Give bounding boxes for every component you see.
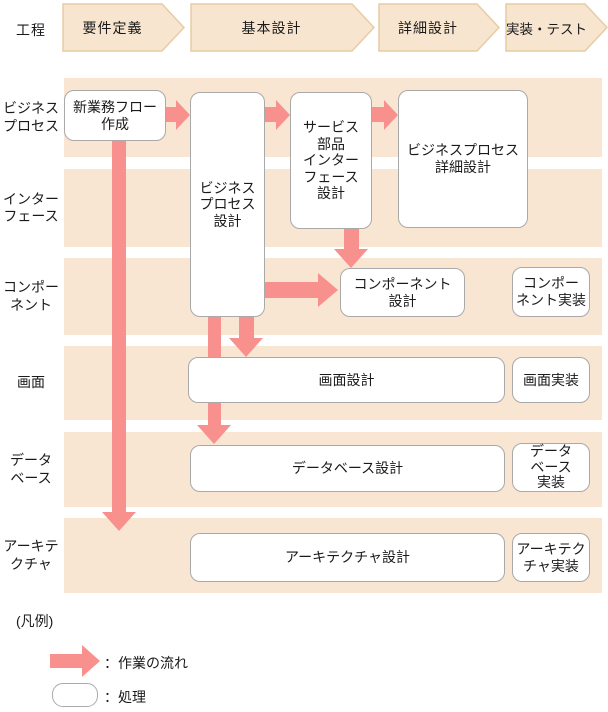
box-service-parts-interface-design: サービス 部品 インター フェース 設計 <box>290 92 372 229</box>
flow-arrow-serviceif-to-compdesign <box>344 229 359 249</box>
flow-arrowhead <box>197 425 231 444</box>
box-component-design: コンポーネント 設計 <box>340 268 465 317</box>
box-business-process-detail-design: ビジネスプロセス 詳細設計 <box>398 90 528 228</box>
flow-arrow-serviceif-to-bpdetail <box>372 107 384 122</box>
legend-process-label: ：処理 <box>104 689 146 705</box>
flow-arrow-newflow-to-bpdesign <box>166 107 176 122</box>
chevron-arrow-shape <box>505 3 608 52</box>
box-architecture-impl: アーキテク チャ実装 <box>512 533 590 582</box>
row-label-architecture: アーキテ クチャ <box>3 538 59 572</box>
chevron-arrow-shape <box>378 3 500 52</box>
flow-arrowhead <box>318 273 338 307</box>
phase-chevron-impl-test: 実装・テスト <box>505 3 608 52</box>
flow-arrow-bpdesign-to-serviceif <box>265 107 276 122</box>
box-architecture-design: アーキテクチャ設計 <box>190 533 505 582</box>
legend-title: (凡例) <box>16 613 54 629</box>
flow-arrow-bpdesign-to-compdesign <box>265 282 318 298</box>
row-label-interface: インター フェース <box>3 190 59 225</box>
row-label-screen: 画面 <box>17 374 45 391</box>
legend-flow-arrowhead <box>82 645 100 677</box>
chevron-arrow-shape <box>190 3 375 52</box>
flow-arrowhead <box>334 249 368 268</box>
box-component-impl: コンポー ネント実装 <box>512 267 590 317</box>
phase-chevron-requirements: 要件定義 <box>62 3 185 52</box>
box-database-design: データベース設計 <box>190 445 505 492</box>
row-label-business-process: ビジネス プロセス <box>3 100 59 134</box>
box-database-impl: データ ベース 実装 <box>512 443 590 492</box>
phase-label: 基本設計 <box>241 19 302 36</box>
phase-label: 要件定義 <box>82 19 143 36</box>
legend-flow-label: ：作業の流れ <box>104 655 188 671</box>
flow-arrowhead <box>102 512 136 531</box>
legend-flow-arrow <box>50 654 82 668</box>
row-label-component: コンポー ネント <box>3 279 59 313</box>
phase-header-label: 工程 <box>16 22 46 38</box>
box-screen-impl: 画面実装 <box>512 357 590 403</box>
phase-chevron-basic-design: 基本設計 <box>190 3 375 52</box>
phase-label: 詳細設計 <box>398 19 458 36</box>
flow-arrow-newflow-to-archdesign <box>112 141 126 512</box>
box-screen-design: 画面設計 <box>188 357 505 403</box>
phase-label: 実装・テスト <box>506 21 587 37</box>
box-business-process-design: ビジネス プロセス 設計 <box>190 92 265 317</box>
flow-arrowhead <box>229 338 263 357</box>
flow-arrowhead <box>384 100 398 130</box>
chevron-arrow-shape <box>62 3 185 52</box>
legend-process-box <box>52 683 98 707</box>
flow-arrowhead <box>276 100 290 130</box>
box-new-business-flow: 新業務フロー 作成 <box>64 90 166 141</box>
flow-arrow-bpdesign-to-screendesign <box>239 317 254 338</box>
row-label-database: データ ベース <box>10 452 52 486</box>
phase-chevron-detail-design: 詳細設計 <box>378 3 500 52</box>
flow-arrowhead <box>176 100 190 130</box>
